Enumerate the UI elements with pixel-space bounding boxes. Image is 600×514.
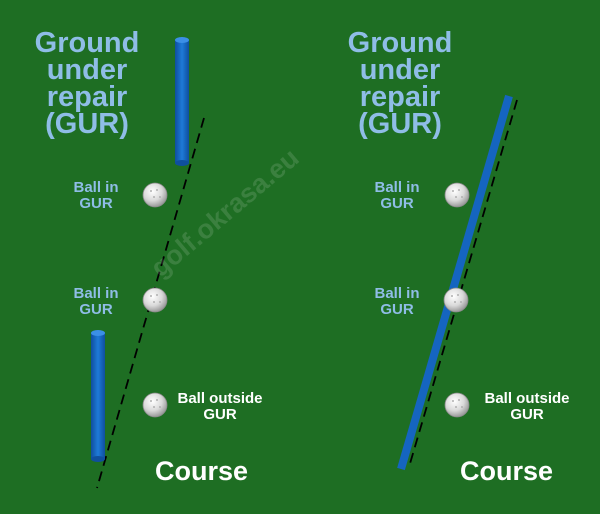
golf-ball xyxy=(444,392,470,418)
right-ball-label-1: Ball in GUR xyxy=(374,179,420,212)
left-panel-graphics xyxy=(91,37,205,489)
left-gur-title: Ground under repair (GUR) xyxy=(34,27,140,140)
right-slanted-stake xyxy=(397,94,513,471)
right-panel-graphics xyxy=(397,94,518,471)
left-ball-label-outside: Ball outside GUR xyxy=(177,390,263,423)
golf-ball xyxy=(443,287,469,313)
right-ball-label-outside: Ball outside GUR xyxy=(484,390,570,423)
left-course-label: Course xyxy=(155,456,249,486)
right-gur-title: Ground under repair (GUR) xyxy=(347,27,453,140)
golf-ball xyxy=(142,392,168,418)
golf-ball xyxy=(142,287,168,313)
left-lower-stake xyxy=(91,330,105,462)
left-ball-label-1: Ball in GUR xyxy=(73,179,119,212)
golf-ball xyxy=(142,182,168,208)
right-ball-label-2: Ball in GUR xyxy=(374,285,420,318)
left-ball-label-2: Ball in GUR xyxy=(73,285,119,318)
golf-ball xyxy=(444,182,470,208)
right-course-label: Course xyxy=(460,456,554,486)
left-upper-stake xyxy=(175,37,189,166)
